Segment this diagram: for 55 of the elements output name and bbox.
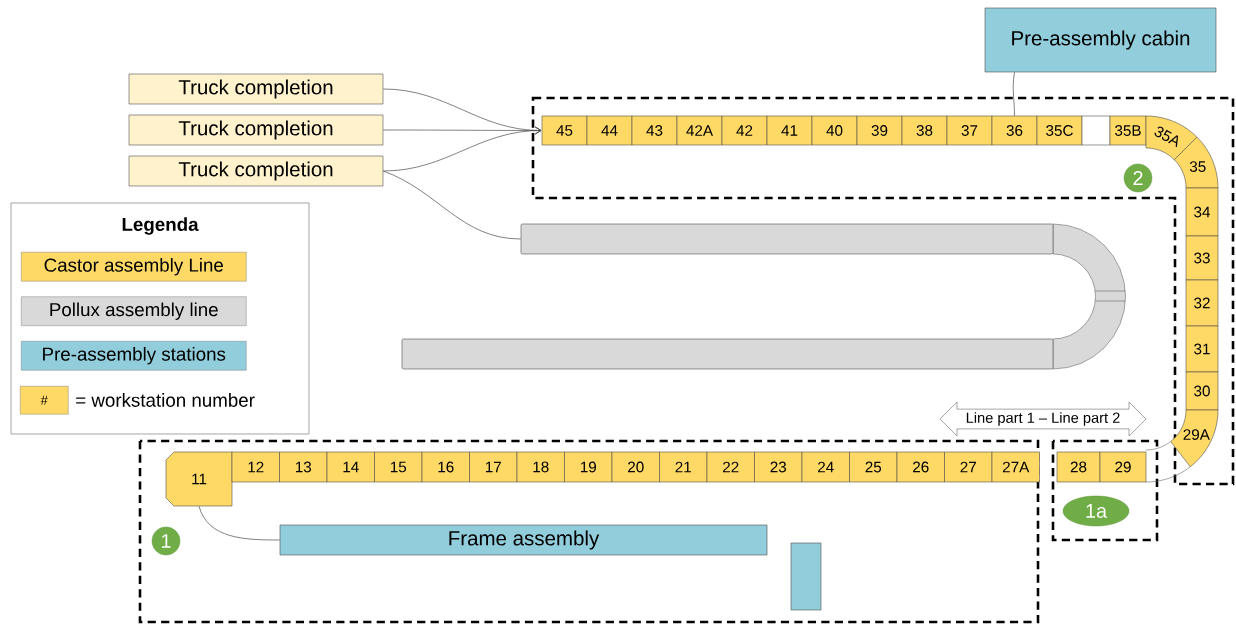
station-box: Truck completion (128, 73, 384, 105)
workstation-cell: 16 (421, 451, 470, 483)
workstation-cell: 31 (1185, 325, 1219, 373)
connector (198, 505, 281, 541)
workstation-cell: 14 (326, 451, 375, 483)
station-box: Truck completion (128, 114, 384, 146)
workstation-cell: 27A (991, 451, 1040, 483)
assembly-line-bar (401, 338, 1054, 370)
workstation-cell: 39 (856, 115, 903, 146)
connector (1012, 71, 1015, 117)
workstation-cell (1081, 115, 1111, 146)
workstation-cell: 25 (849, 451, 898, 483)
station-box: Truck completion (128, 155, 384, 187)
zone-badge: 1a (1062, 495, 1130, 527)
station-box: Pre-assembly cabin (984, 7, 1217, 73)
workstation-cell: 37 (946, 115, 993, 146)
workstation-cell: 21 (659, 451, 708, 483)
workstation-cell: 35B (1109, 115, 1147, 146)
workstation-cell: 43 (631, 115, 678, 146)
station-box (790, 542, 822, 611)
connector (382, 126, 542, 172)
workstation-cell: 19 (564, 451, 613, 483)
workstation-cell: 28 (1056, 451, 1101, 483)
workstation-cell: 45 (541, 115, 588, 146)
workstation-cell: 42A (676, 115, 723, 146)
workstation-cell: 15 (374, 451, 423, 483)
workstation-cell: 35C (1036, 115, 1083, 146)
workstation-cell: 32 (1185, 279, 1219, 327)
station-box: Frame assembly (279, 524, 768, 556)
workstation-cell: 17 (469, 451, 518, 483)
workstation-cell: 36 (991, 115, 1038, 146)
workstation-cell: 27 (944, 451, 993, 483)
zone-badge: 2 (1123, 163, 1153, 193)
workstation-cell: 20 (611, 451, 660, 483)
workstation-cell: 29 (1099, 451, 1147, 483)
legend-title: Legenda (122, 217, 199, 235)
connector (382, 170, 522, 240)
workstation-cell: 34 (1185, 187, 1219, 237)
workstation-cell: 24 (801, 451, 850, 483)
workstation-cell: 33 (1185, 235, 1219, 281)
workstation-cell: 26 (896, 451, 945, 483)
workstation-cell: 44 (586, 115, 633, 146)
workstation-cell: 12 (231, 451, 280, 483)
workstation-cell: 38 (901, 115, 948, 146)
assembly-line-bar (520, 223, 1054, 255)
workstation-cell: 13 (279, 451, 328, 483)
workstation-cell: 40 (811, 115, 858, 146)
workstation-cell: 30 (1185, 371, 1219, 411)
workstation-cell: 18 (516, 451, 565, 483)
workstation-cell: 41 (766, 115, 813, 146)
workstation-cell: 23 (754, 451, 803, 483)
workstation-cell: 42 (721, 115, 768, 146)
legend-text: = workstation number (76, 393, 255, 407)
zone-badge: 1 (151, 526, 181, 556)
workstation-cell: 22 (706, 451, 755, 483)
